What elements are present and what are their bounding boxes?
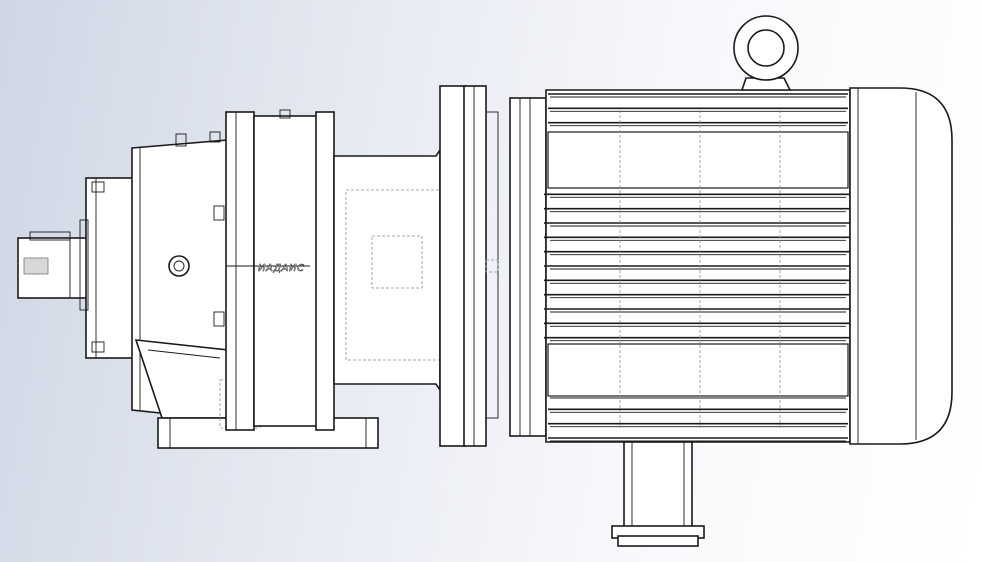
motor-flat-band <box>547 343 849 397</box>
housing-engraving: ИАДАИС <box>258 263 304 274</box>
lifting-eye[interactable] <box>733 15 799 91</box>
flange[interactable] <box>439 85 499 447</box>
motor-end-shield[interactable] <box>509 97 547 437</box>
gearbox-housing-stage2[interactable]: ИАДАИС <box>225 109 335 431</box>
bearing-cap[interactable] <box>79 177 135 359</box>
motor-body[interactable] <box>544 89 852 443</box>
cooling-fins <box>544 93 852 442</box>
motor-flat-band <box>547 131 849 189</box>
motor-support-leg[interactable] <box>611 441 705 547</box>
housing-nut <box>168 255 190 277</box>
fan-cover[interactable] <box>849 87 953 445</box>
motor-adapter[interactable] <box>333 147 456 393</box>
output-shaft[interactable] <box>17 231 89 299</box>
